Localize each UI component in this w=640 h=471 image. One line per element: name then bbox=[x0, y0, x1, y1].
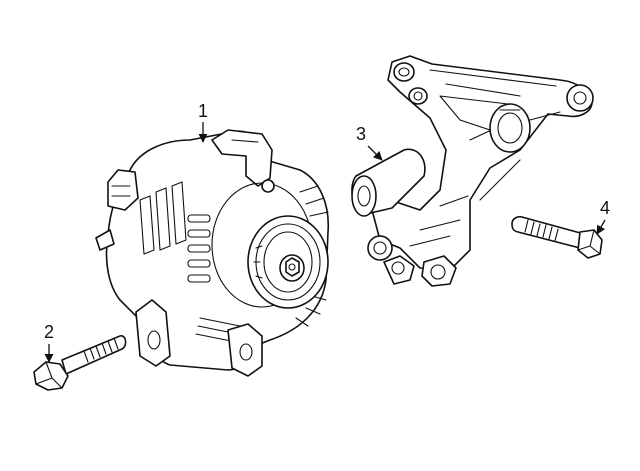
mounting-bracket[interactable] bbox=[351, 55, 594, 287]
callout-2: 2 bbox=[44, 322, 54, 363]
bolt-left[interactable] bbox=[33, 335, 127, 391]
alternator[interactable] bbox=[95, 129, 330, 377]
callout-3: 3 bbox=[356, 124, 383, 161]
callout-1-label: 1 bbox=[198, 101, 208, 121]
callout-2-label: 2 bbox=[44, 322, 54, 342]
callout-3-label: 3 bbox=[356, 124, 366, 144]
callout-4-label: 4 bbox=[600, 198, 610, 218]
bolt-right[interactable] bbox=[511, 215, 603, 259]
callout-4: 4 bbox=[596, 198, 610, 235]
callout-1: 1 bbox=[198, 101, 208, 143]
